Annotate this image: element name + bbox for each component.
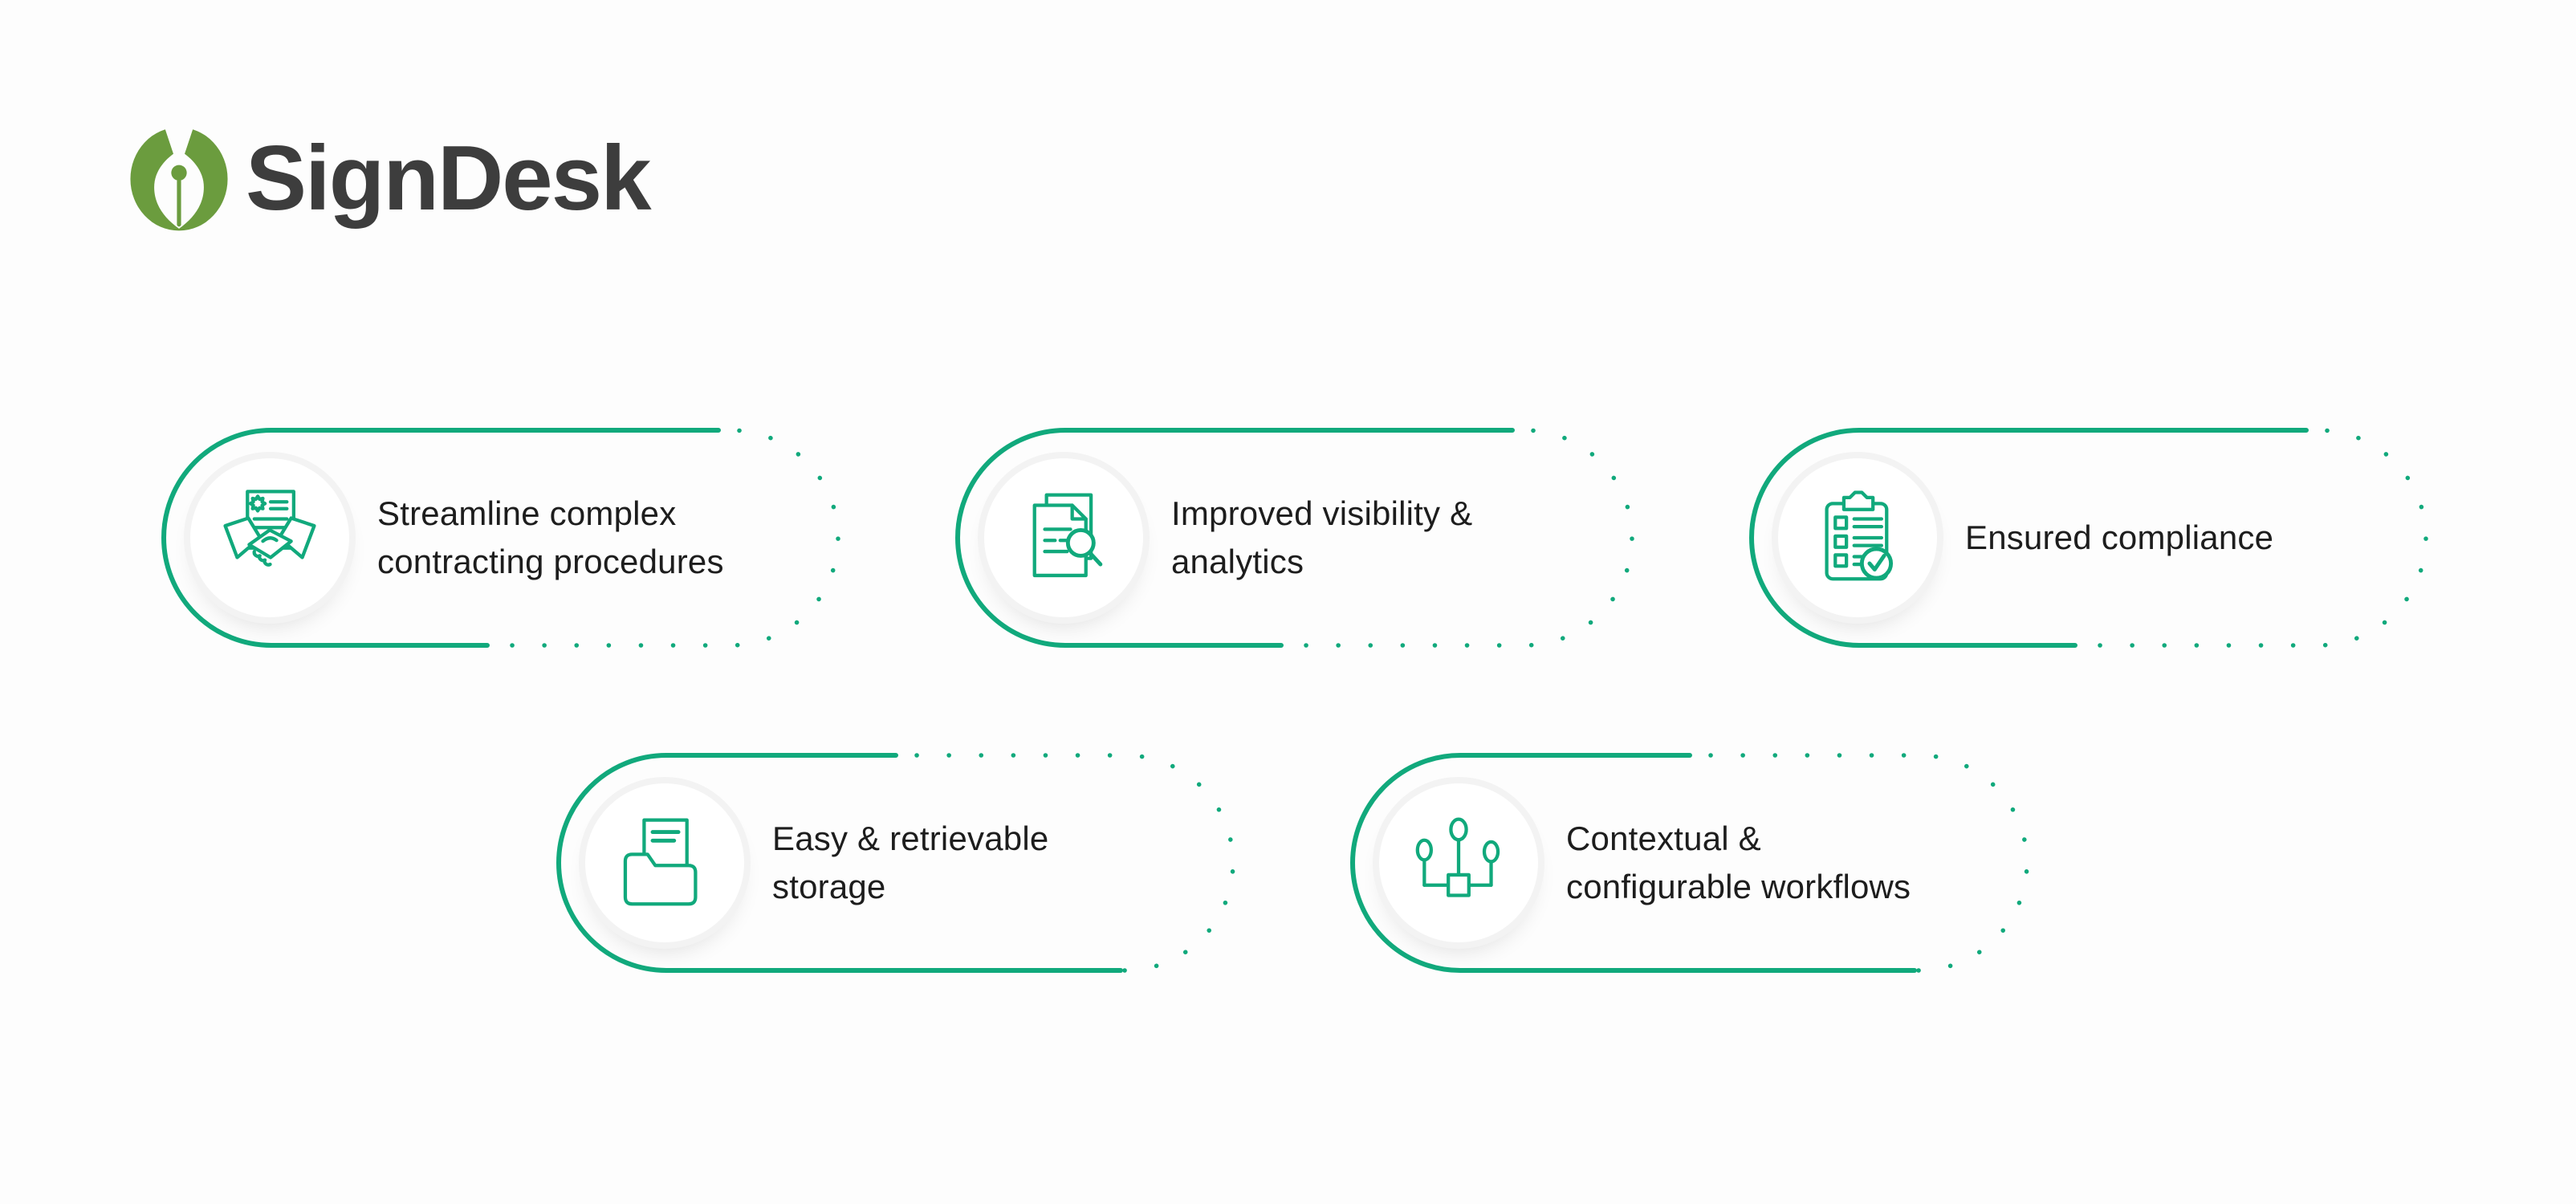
card-label: Improved visibility & analytics [1171,490,1472,586]
card-label: Streamline complex contracting procedure… [377,490,724,586]
contract-handshake-icon [223,490,316,567]
card-border [955,428,1634,648]
benefit-card-visibility: Improved visibility & analytics [954,427,1635,649]
benefit-card-streamline: Streamline complex contracting procedure… [161,427,841,649]
compliance-checklist-icon [1825,490,1894,581]
icon-badge [585,783,744,942]
card-border [161,428,840,648]
card-label-line: Contextual & [1566,820,1761,857]
icon-badge [1379,783,1538,942]
card-label-line: Easy & retrievable [772,820,1049,857]
signdesk-logo: SignDesk [127,125,652,233]
card-label-line: storage [772,868,886,905]
card-label: Contextual & configurable workflows [1566,815,1911,911]
icon-badge [1778,458,1937,617]
card-label-line: configurable workflows [1566,868,1911,905]
card-label-line: analytics [1171,543,1304,580]
card-label-line: Ensured compliance [1965,519,2274,556]
pen-nib-icon [130,125,228,231]
card-label: Ensured compliance [1965,514,2273,562]
benefit-card-workflows: Contextual & configurable workflows [1349,752,2030,974]
card-border [556,753,1235,973]
workflow-nodes-icon [1415,817,1500,897]
card-border [1350,753,2029,973]
folder-storage-icon [623,818,698,906]
benefit-card-storage: Easy & retrievable storage [555,752,1236,974]
card-border [1749,428,2428,648]
benefit-card-compliance: Ensured compliance [1748,427,2429,649]
document-search-icon [1032,493,1103,578]
icon-badge [190,458,349,617]
brand-name: SignDesk [246,128,652,230]
card-label: Easy & retrievable storage [772,815,1048,911]
card-label-line: Streamline complex [377,494,677,532]
card-label-line: contracting procedures [377,543,724,580]
icon-badge [984,458,1143,617]
card-label-line: Improved visibility & [1171,494,1473,532]
